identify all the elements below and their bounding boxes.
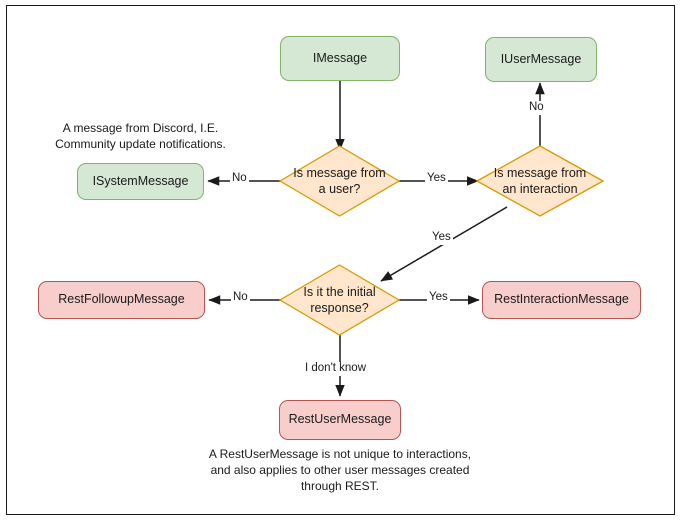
- node-decision-from-interaction-label: Is message from an interaction: [493, 165, 587, 196]
- edge-label-interaction-no: No: [527, 101, 546, 115]
- node-restfollowupmessage[interactable]: RestFollowupMessage: [38, 281, 205, 319]
- node-isystemmessage[interactable]: ISystemMessage: [77, 163, 204, 200]
- node-imessage[interactable]: IMessage: [280, 36, 400, 81]
- edge-label-user-yes: Yes: [425, 172, 448, 186]
- node-iusermessage[interactable]: IUserMessage: [485, 37, 597, 82]
- edge-label-user-no: No: [230, 172, 249, 186]
- node-imessage-label: IMessage: [312, 50, 368, 65]
- node-decision-from-user-label: Is message from a user?: [293, 165, 386, 196]
- node-restinteractionmessage[interactable]: RestInteractionMessage: [482, 281, 641, 319]
- node-decision-initial-response[interactable]: Is it the initial response?: [279, 264, 400, 336]
- note-system-message: A message from Discord, I.E. Community u…: [55, 121, 226, 152]
- node-restusermessage[interactable]: RestUserMessage: [279, 400, 401, 440]
- node-decision-from-user[interactable]: Is message from a user?: [279, 145, 400, 217]
- edge-label-interaction-yes: Yes: [430, 231, 453, 245]
- edge-label-initial-unknown: I don't know: [303, 362, 369, 376]
- edge-label-initial-no: No: [231, 291, 250, 305]
- node-restfollowupmessage-label: RestFollowupMessage: [58, 292, 185, 307]
- node-decision-from-interaction[interactable]: Is message from an interaction: [476, 145, 604, 217]
- node-isystemmessage-label: ISystemMessage: [92, 173, 189, 188]
- node-restinteractionmessage-label: RestInteractionMessage: [494, 292, 629, 307]
- node-iusermessage-label: IUserMessage: [500, 51, 582, 66]
- node-restusermessage-label: RestUserMessage: [288, 412, 392, 427]
- node-decision-initial-response-label: Is it the initial response?: [303, 284, 376, 315]
- edge-label-initial-yes: Yes: [427, 291, 450, 305]
- note-rest-user-message: A RestUserMessage is not unique to inter…: [208, 447, 472, 494]
